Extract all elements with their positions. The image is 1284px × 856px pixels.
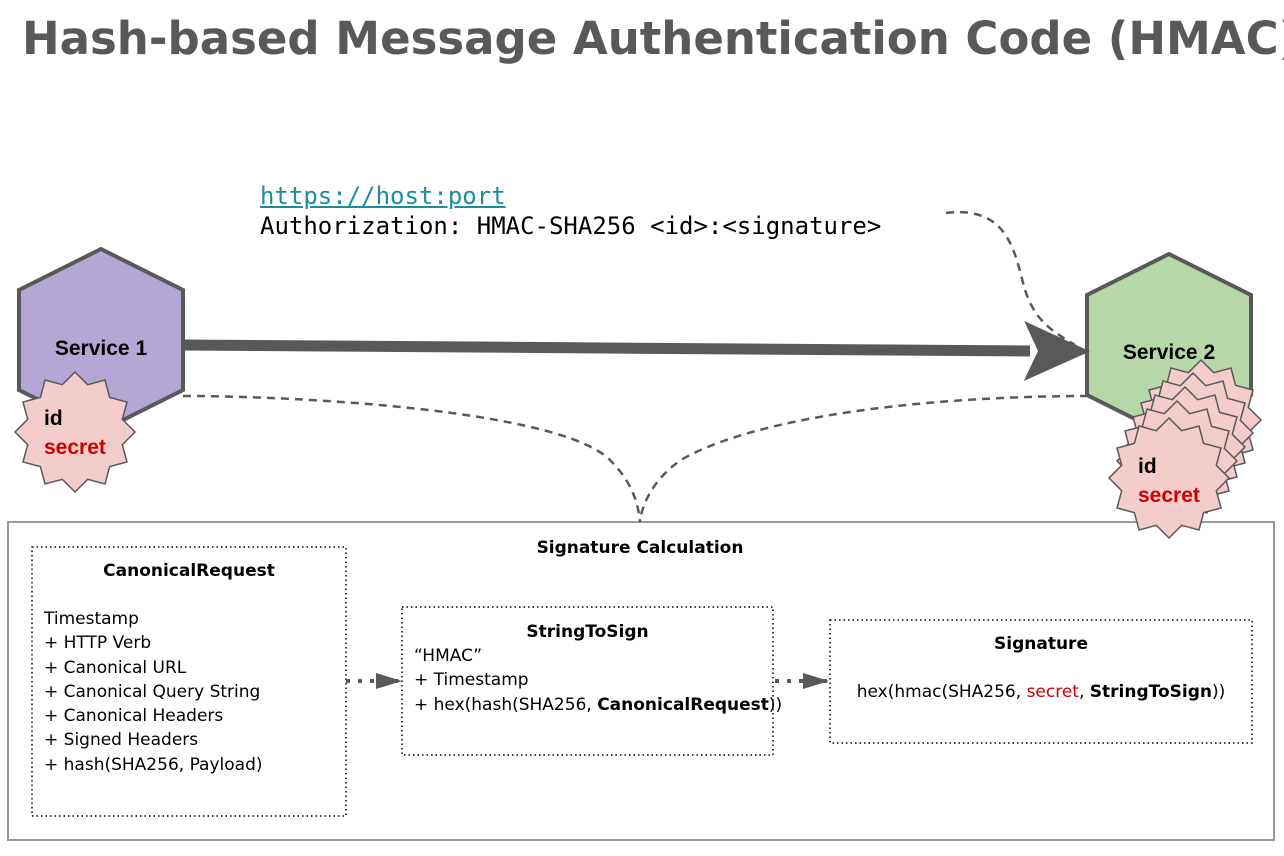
canonical-request-line: + hash(SHA256, Payload) [44,754,263,775]
service1-credentials-badge: id secret [13,370,137,494]
signature-calculation-box [7,521,1275,841]
canonical-request-title: CanonicalRequest [103,561,275,581]
service1-to-calc-connector [182,394,642,523]
string-to-sign-canonical-ref: CanonicalRequest [597,694,769,715]
service1-label: Service 1 [55,337,148,360]
service1-secret-label: secret [44,436,106,459]
string-to-sign-lines: “HMAC” + Timestamp + hex(hash(SHA256, Ca… [414,644,782,717]
canonical-request-line: Timestamp [44,609,139,629]
canonical-request-line: + Canonical URL [44,657,187,678]
signature-hmac-prefix: hex(hmac(SHA256, [856,682,1027,702]
service2-credentials-stack: id secret [1107,358,1263,540]
service2-badge-star [1107,416,1231,540]
canonical-request-box [31,546,347,817]
service1-badge-star [13,370,137,494]
signature-separator: , [1078,682,1090,702]
request-arrow [182,320,1090,381]
canonical-request-lines: Timestamp + HTTP Verb + Canonical URL + … [44,607,263,777]
header-to-service2-connector [945,210,1076,347]
canonical-request-line: + Signed Headers [44,730,199,751]
string-to-sign-line: + Timestamp [414,670,529,691]
service2-to-calc-connector [638,394,1089,523]
string-to-sign-hash-prefix: + hex(hash(SHA256, [414,694,598,715]
string-to-sign-title: StringToSign [526,622,649,642]
signature-secret-ref: secret [1026,682,1079,702]
signature-hmac-suffix: )) [1212,682,1226,702]
request-url[interactable]: https://host:port [260,182,506,210]
string-to-sign-line: + hex(hash(SHA256, CanonicalRequest)) [414,693,782,717]
canonical-request-line: + Canonical Query String [44,681,261,702]
canonical-request-line: + HTTP Verb [44,633,152,654]
signature-formula-line: hex(hmac(SHA256, secret, StringToSign)) [830,680,1252,704]
signature-box [829,619,1253,744]
authorization-header: Authorization: HMAC-SHA256 <id>:<signatu… [260,212,882,240]
service1-id-label: id [44,407,63,430]
signature-formula: hex(hmac(SHA256, secret, StringToSign)) [830,680,1252,704]
service2-secret-label: secret [1138,484,1200,507]
signature-string-to-sign-ref: StringToSign [1089,682,1212,702]
canonical-request-line: + Canonical Headers [44,706,224,727]
signature-calculation-title: Signature Calculation [536,538,744,558]
string-to-sign-line: “HMAC” [414,646,483,666]
string-to-sign-box [401,606,774,756]
service2-label: Service 2 [1123,341,1215,364]
signature-title: Signature [994,634,1088,654]
page-title: Hash-based Message Authentication Code (… [22,12,1284,65]
string-to-sign-hash-suffix: )) [768,694,783,715]
service2-id-label: id [1138,455,1157,478]
